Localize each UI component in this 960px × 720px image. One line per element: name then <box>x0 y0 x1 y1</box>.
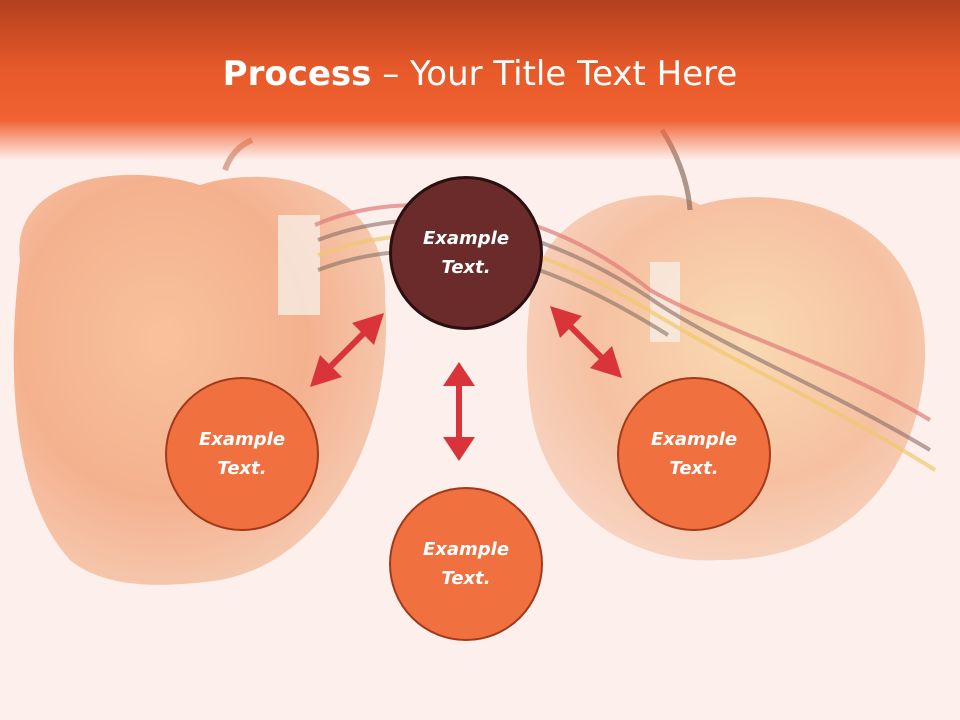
arrow-top-left <box>310 313 384 387</box>
node-left-label: Example Text. <box>198 429 286 479</box>
title-bar <box>0 0 960 160</box>
title-separator: – <box>371 54 411 94</box>
node-right-label: Example Text. <box>650 429 738 479</box>
title-bold: Process <box>222 54 372 94</box>
node-top[interactable]: Example Text. <box>389 176 543 330</box>
arrow-vertical <box>443 362 475 461</box>
slide-title: Process – Your Title Text Here <box>0 52 960 96</box>
node-bottom-label: Example Text. <box>422 539 510 589</box>
node-right[interactable]: Example Text. <box>617 377 771 531</box>
title-rest: Your Title Text Here <box>410 54 738 94</box>
node-top-label: Example Text. <box>422 228 510 278</box>
node-left[interactable]: Example Text. <box>165 377 319 531</box>
arrow-top-right <box>550 306 622 378</box>
node-bottom[interactable]: Example Text. <box>389 487 543 641</box>
